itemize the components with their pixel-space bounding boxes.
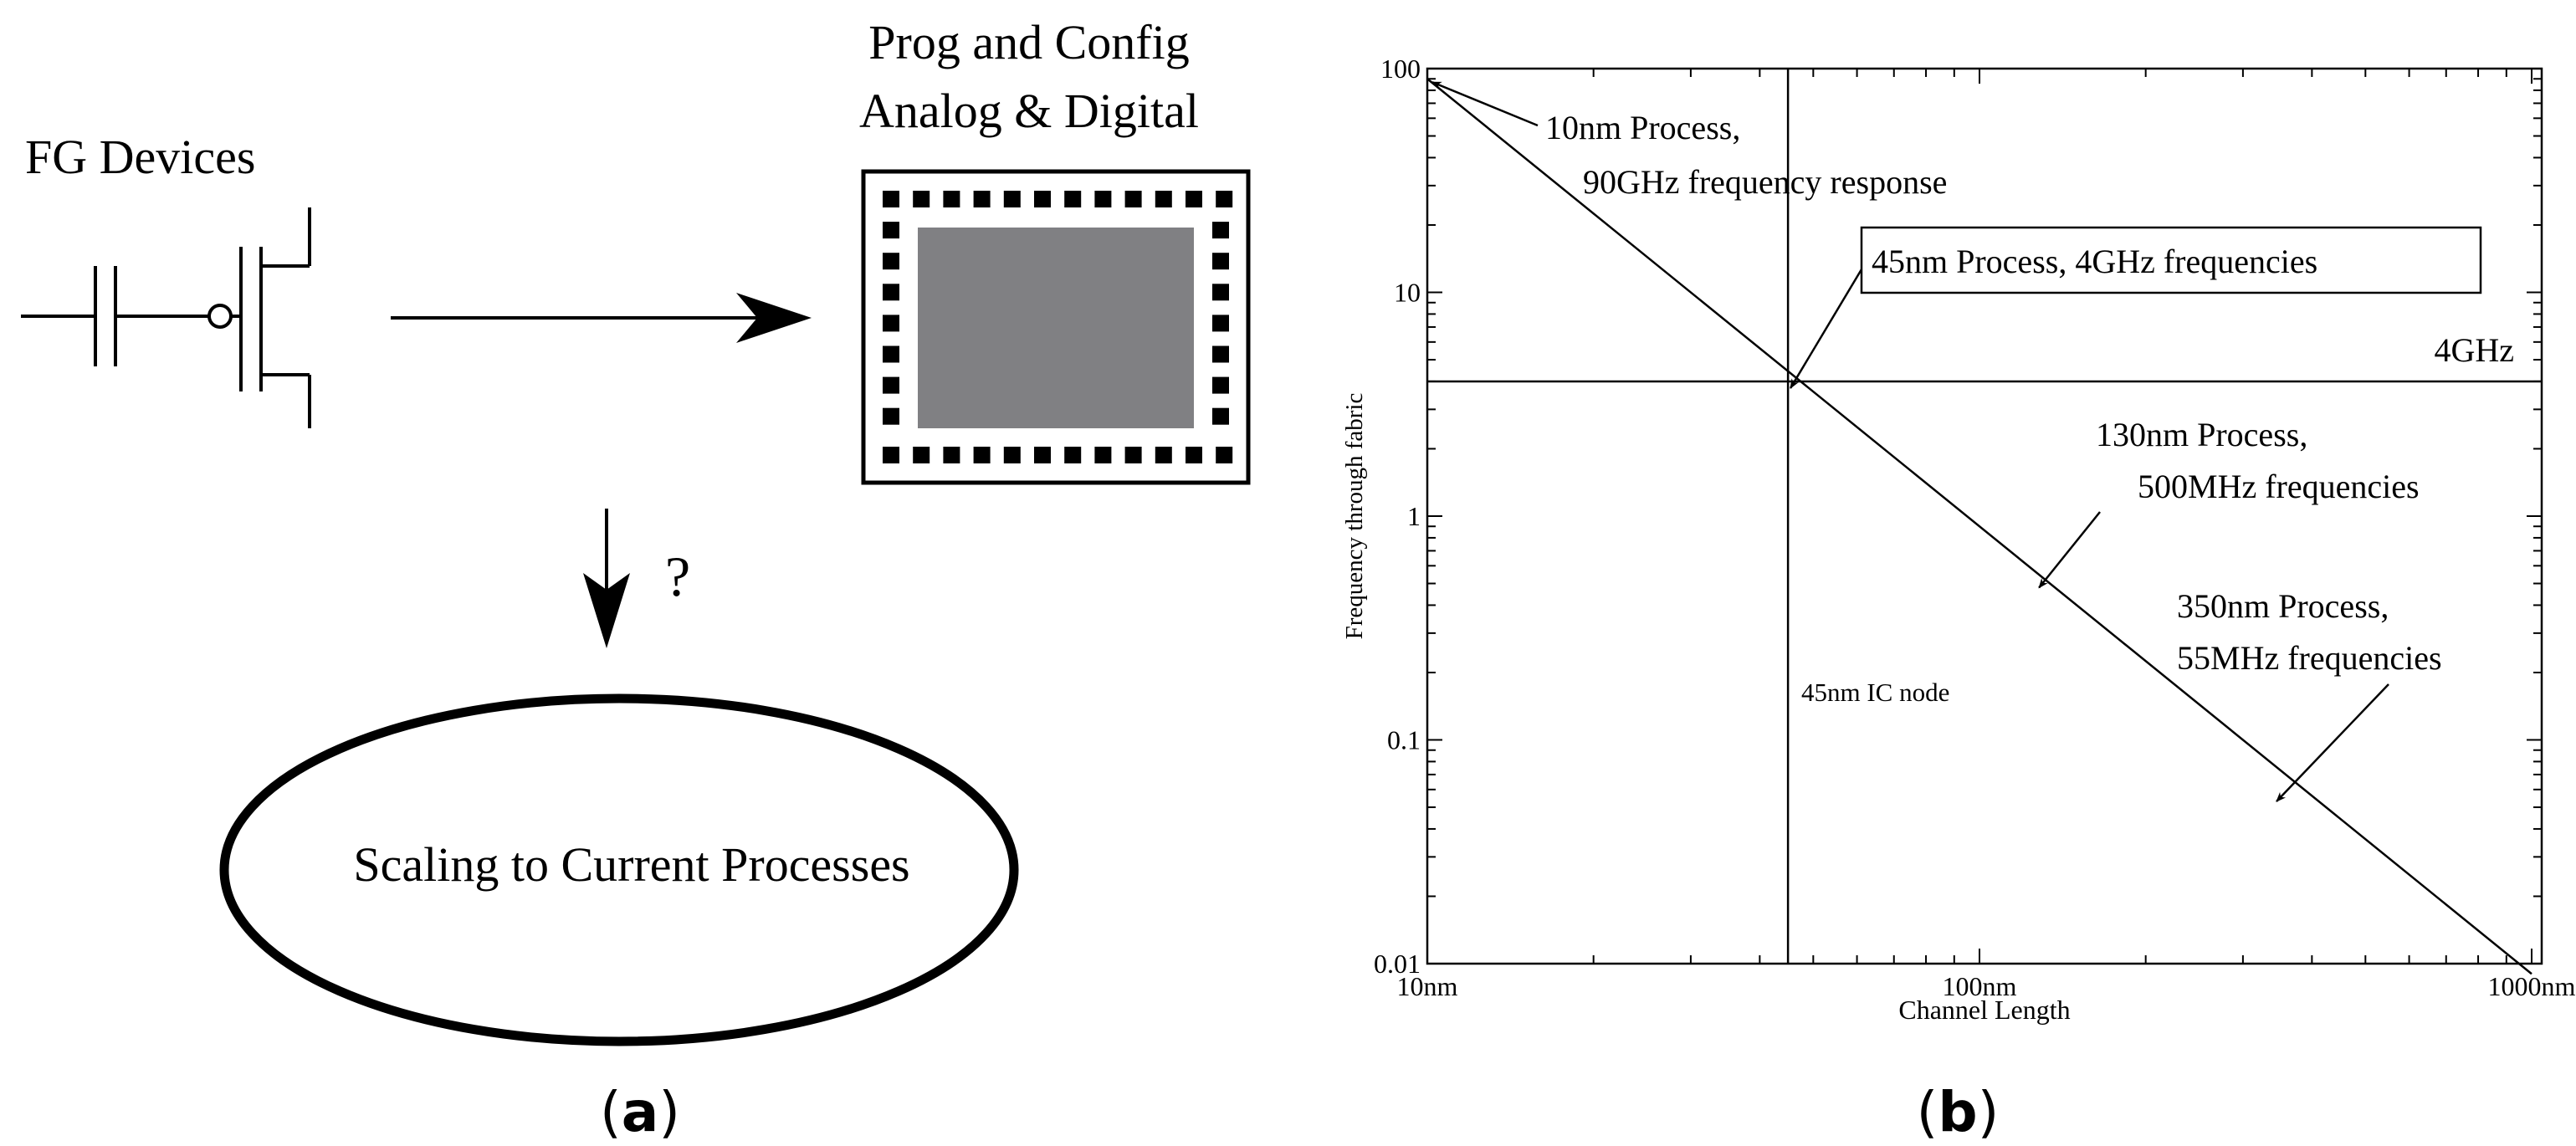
annotation-130nm-line2: 500MHz frequencies xyxy=(2138,468,2420,505)
chip-pin xyxy=(1212,253,1229,270)
chip-pin xyxy=(883,315,899,332)
chip-pin xyxy=(1094,191,1112,207)
chip-pin xyxy=(1212,407,1229,425)
annotation-350nm-line2: 55MHz frequencies xyxy=(2177,639,2442,677)
reference-label-4ghz: 4GHz xyxy=(2434,331,2514,369)
annotation-arrow-130nm xyxy=(2038,511,2101,589)
fg-devices-label: FG Devices xyxy=(25,130,255,184)
chip-pin xyxy=(1124,191,1142,207)
y-tick-label-0-1: 0.1 xyxy=(1387,725,1421,755)
chip-pin xyxy=(1212,376,1229,394)
y-tick-label-10: 10 xyxy=(1394,278,1421,308)
annotation-130nm-line1: 130nm Process, xyxy=(2096,416,2307,453)
y-tick-label-1: 1 xyxy=(1407,501,1421,531)
caption-a: (a) xyxy=(600,1080,680,1144)
chip-pin xyxy=(1216,191,1233,207)
chip-pin xyxy=(1186,447,1202,463)
x-tick-label-100nm: 100nm xyxy=(1943,971,2017,1001)
chip-pin xyxy=(1155,447,1172,463)
question-mark: ? xyxy=(665,545,690,608)
annotation-box-45nm xyxy=(1860,226,2482,294)
chip-pins xyxy=(883,191,1233,463)
series-line xyxy=(1426,78,2532,975)
scaling-label: Scaling to Current Processes xyxy=(353,837,909,892)
chip-pin xyxy=(913,447,930,463)
y-tick-label-0-01: 0.01 xyxy=(1374,949,1421,979)
chip-pin xyxy=(1034,191,1051,207)
axis-ticks xyxy=(1426,68,2542,964)
chip-pin xyxy=(883,376,899,394)
y-axis-tick-labels: 100 10 1 0.1 0.01 xyxy=(1374,54,1421,979)
chip-pin xyxy=(1212,315,1229,332)
chip-pin xyxy=(943,191,960,207)
arrow-to-chip xyxy=(391,293,812,343)
chip-pin xyxy=(883,447,899,463)
chip-pin xyxy=(913,191,930,207)
x-axis-tick-labels: 10nm 100nm 1000nm xyxy=(1397,971,2576,1001)
annotation-350nm-line1: 350nm Process, xyxy=(2177,587,2389,625)
scaling-ellipse xyxy=(219,693,1019,1046)
chip-pin xyxy=(1003,191,1021,207)
chip-label-line1: Prog and Config xyxy=(868,15,1189,69)
annotation-45nm-line1: 45nm Process, 4GHz frequencies xyxy=(1872,243,2317,280)
chip-pin xyxy=(1064,191,1082,207)
chip-pin xyxy=(973,447,991,463)
chip-pin xyxy=(1186,191,1202,207)
down-arrow xyxy=(583,509,630,648)
chip-pin xyxy=(1034,447,1051,463)
x-tick-label-1000nm: 1000nm xyxy=(2488,971,2576,1001)
chip-pin xyxy=(1155,191,1172,207)
chip-icon xyxy=(861,169,1251,485)
chip-label-line2: Analog & Digital xyxy=(859,84,1199,138)
chip-pin xyxy=(1212,222,1229,239)
chip-pin xyxy=(883,191,899,207)
chip-pin xyxy=(1064,447,1082,463)
chip-pin xyxy=(1094,447,1112,463)
chip-pin xyxy=(883,222,899,239)
chip-pin xyxy=(973,191,991,207)
chip-pin xyxy=(1003,447,1021,463)
chip-pin xyxy=(883,345,899,363)
annotation-10nm-line2: 90GHz frequency response xyxy=(1583,163,1947,201)
chip-pin xyxy=(943,447,960,463)
plot-frame xyxy=(1426,67,2543,965)
reference-label-45nm: 45nm IC node xyxy=(1801,678,1949,707)
y-tick-label-100: 100 xyxy=(1380,54,1421,84)
chip-pin xyxy=(883,284,899,301)
annotation-arrow-10nm xyxy=(1431,81,1539,127)
panel-b-chart: 10nm 100nm 1000nm 100 10 1 0.1 0.01 Chan… xyxy=(1341,54,2576,1144)
y-axis-label: Frequency through fabric xyxy=(1341,393,1368,640)
x-tick-label-10nm: 10nm xyxy=(1397,971,1458,1001)
chip-pin xyxy=(883,253,899,270)
chip-pin xyxy=(1212,284,1229,301)
chip-pin xyxy=(1212,345,1229,363)
panel-a: FG Devices Prog and Config Analog & Digi… xyxy=(21,15,1251,1144)
annotation-arrow-45nm xyxy=(1790,269,1863,389)
annotation-10nm-line1: 10nm Process, xyxy=(1545,109,1740,146)
x-axis-label: Channel Length xyxy=(1898,995,2070,1025)
chip-pin xyxy=(883,407,899,425)
chip-pin xyxy=(1216,447,1233,463)
caption-b: (b) xyxy=(1917,1080,2000,1144)
annotation-arrow-350nm xyxy=(2276,683,2389,802)
chip-pin xyxy=(1124,447,1142,463)
fg-transistor-icon xyxy=(21,207,311,428)
